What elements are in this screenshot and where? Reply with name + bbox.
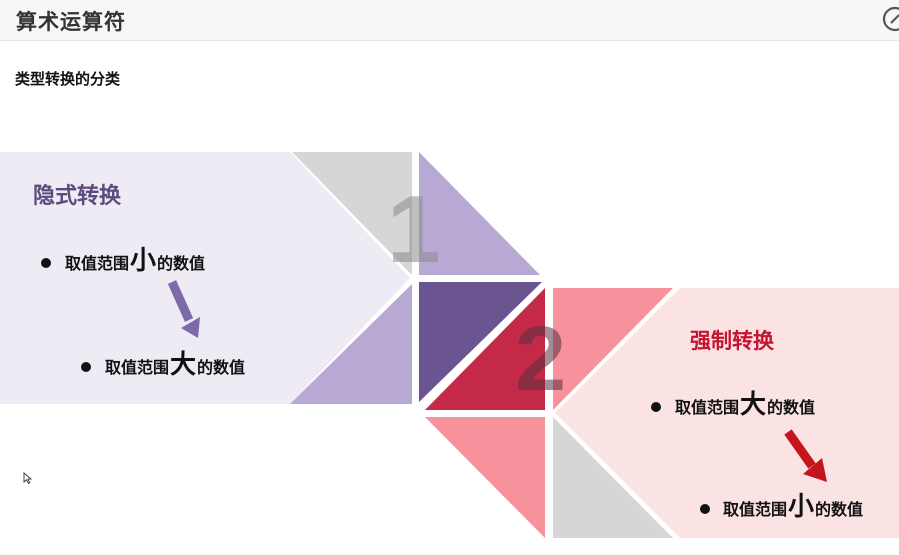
compass-icon[interactable]	[880, 4, 899, 34]
implicit-panel	[0, 152, 410, 404]
bullet-dot	[81, 362, 91, 372]
gray-triangle-top	[292, 152, 412, 275]
item-big: 小	[130, 246, 157, 276]
explicit-item-small: 取值范围 小 的数值	[723, 494, 863, 520]
item-pre: 取值范围	[675, 398, 740, 417]
item-post: 的数值	[157, 254, 206, 273]
item-post: 的数值	[767, 398, 816, 417]
pink-triangle-upper	[553, 288, 673, 410]
item-big: 小	[788, 492, 815, 522]
item-post: 的数值	[815, 500, 864, 519]
page-title: 算术运算符	[16, 10, 126, 34]
purple-triangle-upper	[419, 152, 540, 275]
conversion-diagram: 1 2	[0, 152, 899, 538]
bullet-dot	[41, 258, 51, 268]
item-pre: 取值范围	[723, 500, 788, 519]
step-number-2: 2	[515, 308, 566, 410]
implicit-heading: 隐式转换	[33, 184, 122, 209]
bullet-dot	[651, 402, 661, 412]
item-pre: 取值范围	[65, 254, 130, 273]
mouse-cursor-icon	[23, 472, 32, 484]
purple-square	[419, 282, 542, 402]
implicit-item-large: 取值范围 大 的数值	[105, 352, 245, 378]
arrow-down-red-icon	[784, 429, 827, 482]
purple-triangle-lower	[290, 284, 412, 404]
gray-triangle-bottom	[553, 417, 673, 538]
bullet-dot	[700, 504, 710, 514]
explicit-item-large: 取值范围 大 的数值	[675, 392, 815, 418]
explicit-heading: 强制转换	[690, 329, 774, 353]
pink-triangle-lower	[425, 417, 545, 538]
step-number-1: 1	[387, 176, 440, 283]
item-post: 的数值	[197, 358, 246, 377]
implicit-item-small: 取值范围 小 的数值	[65, 248, 205, 274]
item-big: 大	[740, 390, 767, 420]
red-square	[425, 288, 545, 410]
arrow-down-purple-icon	[167, 280, 200, 338]
section-subtitle: 类型转换的分类	[15, 70, 121, 88]
item-big: 大	[170, 350, 197, 380]
item-pre: 取值范围	[105, 358, 170, 377]
top-bar: 算术运算符	[0, 0, 899, 41]
